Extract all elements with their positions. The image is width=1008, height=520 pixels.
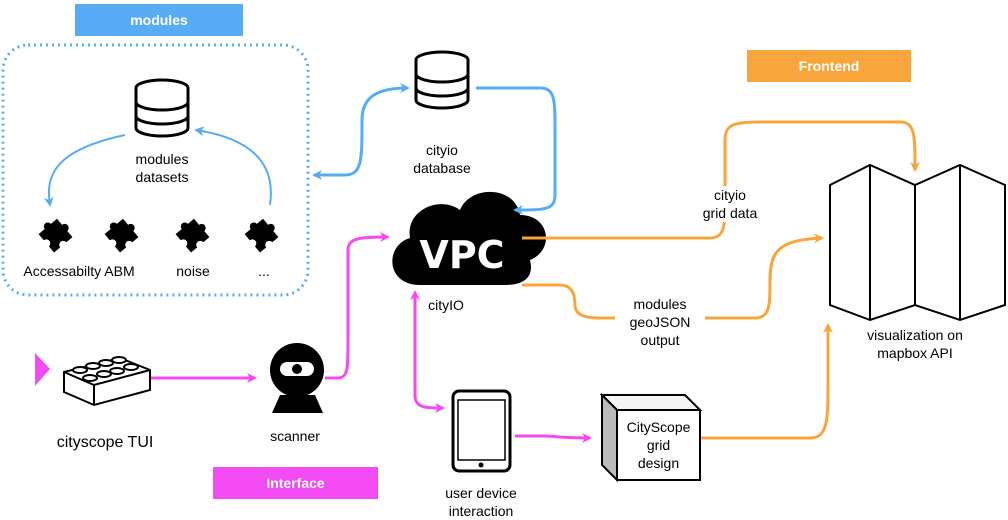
modules-container	[1, 43, 310, 297]
ellipsis-label: ...	[258, 263, 270, 279]
puzzle-piece-icon	[36, 213, 76, 253]
arrow-modules-to-datasets	[194, 126, 272, 206]
modules-tag: modules	[75, 4, 243, 36]
arrow-vpc-device	[410, 290, 445, 413]
noise-label: noise	[176, 263, 210, 279]
lego-brick-icon	[63, 356, 151, 407]
tablet-icon	[451, 389, 512, 473]
arrow-vpc-to-viz-grid	[522, 120, 920, 240]
vpc-label: VPC	[419, 233, 504, 277]
arrow-grid-design-to-viz	[700, 323, 833, 440]
frontend-tag: Frontend	[747, 50, 911, 82]
accessability-abm-label: Accessabilty ABM	[23, 263, 135, 279]
cube-icon	[599, 392, 703, 483]
arrow-device-to-grid-design	[515, 432, 592, 443]
arrow-vpc-to-viz-modules	[522, 233, 824, 320]
puzzle-piece-icon	[102, 213, 142, 253]
arrow-modules-cityio-db	[312, 83, 410, 180]
database-icon	[414, 50, 470, 110]
arrow-scanner-to-vpc	[325, 232, 390, 380]
modules-datasets-label: modules datasets	[135, 151, 189, 185]
modules-geojson-output-label: modules geoJSON output	[615, 295, 705, 349]
cityscope-tui-label: cityscope TUI	[56, 434, 154, 451]
folded-map-icon	[829, 163, 1006, 322]
visualization-label: visualization on mapbox API	[867, 327, 963, 361]
cityio-label: cityIO	[428, 297, 464, 313]
arrow-db-to-vpc	[476, 86, 557, 215]
arrow-datasets-to-modules	[43, 134, 126, 207]
puzzle-piece-icon	[173, 213, 213, 253]
start-triangle-icon	[35, 353, 50, 386]
cityio-grid-data-label: cityio grid data	[680, 186, 780, 222]
cloud-icon	[392, 191, 547, 285]
interface-tag: Interface	[213, 467, 378, 499]
cityscope-grid-design-label: CityScope grid design	[626, 419, 691, 471]
webcam-icon	[270, 343, 324, 413]
scanner-label: scanner	[270, 428, 320, 444]
user-device-interaction-label: user device interaction	[445, 485, 517, 519]
cityio-database-label: cityio database	[413, 142, 471, 176]
database-icon	[134, 78, 190, 138]
puzzle-piece-icon	[242, 213, 282, 253]
